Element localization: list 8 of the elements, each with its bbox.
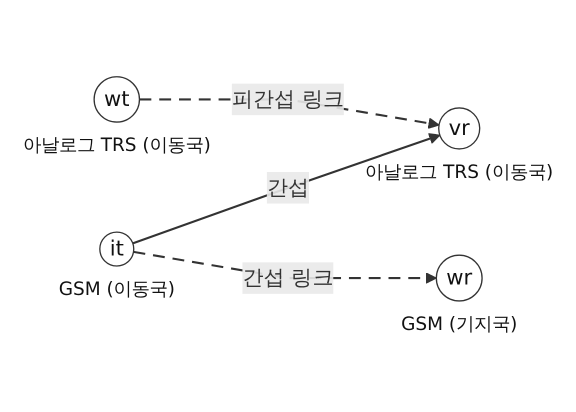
station-circle: wt bbox=[93, 76, 140, 123]
station-circle: it bbox=[99, 231, 134, 267]
station-label: GSM (이동국) bbox=[58, 279, 175, 300]
station-label: 아날로그 TRS (이동국) bbox=[22, 135, 211, 156]
station-circle: wr bbox=[436, 254, 483, 302]
station-label: GSM (기지국) bbox=[401, 314, 518, 335]
station-label: 아날로그 TRS (이동국) bbox=[365, 162, 554, 183]
station-circle: vr bbox=[438, 107, 480, 150]
